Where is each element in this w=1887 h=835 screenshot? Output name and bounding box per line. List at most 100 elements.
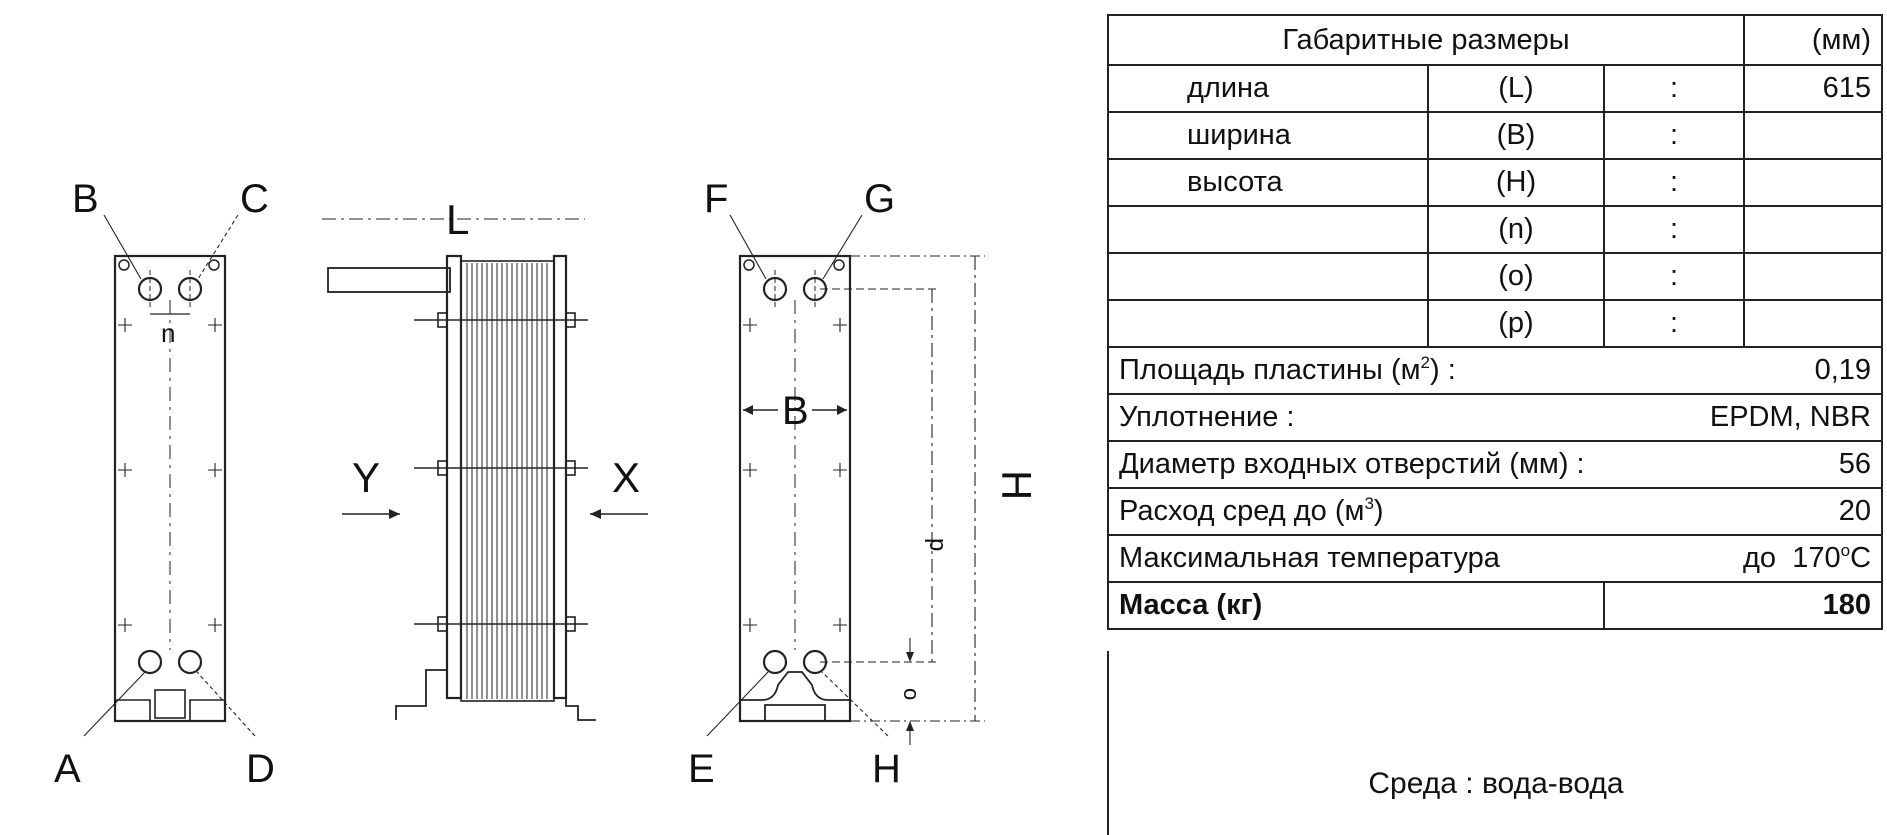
table-header-unit: (мм) — [1743, 14, 1884, 66]
dimension-symbol: (H) — [1427, 158, 1605, 207]
flow-row: Расход сред до (м3) 20 — [1106, 487, 1884, 536]
label-b-dimension: B — [782, 389, 809, 433]
label-h-dimension: H — [993, 470, 1040, 500]
bolt-hole — [118, 259, 130, 271]
tie-bolts — [414, 312, 588, 632]
right-plate-outline — [738, 254, 852, 723]
dimension-name: высота — [1107, 158, 1429, 207]
dimension-p — [820, 288, 940, 663]
table-header-title: Габаритные размеры — [1106, 14, 1746, 66]
plate-pack — [460, 260, 555, 702]
dimension-row-width: ширина (B) : — [1107, 111, 1884, 160]
dimension-value — [1743, 299, 1884, 348]
flow-label: Расход сред до (м3) — [1119, 494, 1384, 527]
environment-text: Среда : вода-вода — [1368, 767, 1624, 800]
dimension-name — [1107, 252, 1429, 301]
label-n: n — [161, 318, 175, 348]
technical-drawing: B C n A D L Y X F G B E H H p o — [54, 177, 1040, 791]
bolt-hole — [208, 259, 220, 271]
dimension-name — [1107, 205, 1429, 254]
dimension-sep: : — [1602, 158, 1746, 207]
fixed-frame-plate — [445, 254, 463, 700]
flow-arrow-y — [342, 509, 400, 519]
mass-row: Масса (кг) 180 — [1107, 581, 1884, 630]
dimension-row-n: (n) : — [1107, 205, 1884, 254]
left-plate-foot — [115, 699, 225, 721]
flow-value: 20 — [1838, 495, 1872, 527]
port-a — [137, 649, 163, 675]
seal-label: Уплотнение : — [1119, 401, 1295, 433]
cross-marks — [743, 318, 847, 632]
label-g: G — [864, 177, 895, 221]
plate-area-value: 0,19 — [1814, 354, 1872, 386]
dimension-symbol: (o) — [1427, 252, 1605, 301]
label-c: C — [240, 177, 269, 221]
right-plate-view — [706, 214, 985, 745]
leader-f — [729, 214, 767, 280]
dimension-value — [1743, 111, 1884, 160]
label-l: L — [446, 196, 469, 243]
dimension-o — [906, 638, 914, 745]
dimension-sep: : — [1602, 64, 1746, 113]
dimension-symbol: (n) — [1427, 205, 1605, 254]
bolt-hole — [743, 259, 755, 271]
stack-feet — [395, 669, 596, 721]
dimension-value: 615 — [1743, 64, 1884, 113]
environment-panel: Среда : вода-вода — [1107, 651, 1883, 835]
dimension-symbol: (B) — [1427, 111, 1605, 160]
plate-pack-lines — [466, 263, 548, 699]
dimension-name: длина — [1107, 64, 1429, 113]
dimension-name — [1107, 299, 1429, 348]
label-p: p — [924, 538, 951, 551]
max-temp-value: до 170oC — [1743, 541, 1872, 574]
label-f: F — [704, 177, 728, 221]
dimension-sep: : — [1602, 252, 1746, 301]
right-plate-support — [740, 671, 850, 721]
seal-row: Уплотнение : EPDM, NBR — [1106, 393, 1884, 442]
dimension-symbol: (L) — [1427, 64, 1605, 113]
inlet-diameter-row: Диаметр входных отверстий (мм) : 56 — [1106, 440, 1884, 489]
dimension-row-o: (o) : — [1107, 252, 1884, 301]
leader-e — [706, 671, 769, 737]
dimension-b — [743, 405, 847, 415]
label-e: E — [688, 747, 715, 791]
specification-table: Габаритные размеры (мм) длина (L) : 615 … — [1106, 14, 1884, 630]
label-o: o — [899, 688, 924, 700]
side-stack-view — [322, 218, 648, 721]
plate-area-row: Площадь пластины (м2) : 0,19 — [1106, 346, 1884, 395]
label-a: A — [54, 747, 81, 791]
max-temp-row: Максимальная температура до 170oC — [1106, 534, 1884, 583]
inlet-pipe — [327, 267, 451, 293]
plate-area-label: Площадь пластины (м2) : — [1119, 353, 1456, 386]
left-plate-support — [154, 689, 186, 719]
left-plate-view — [83, 214, 256, 737]
dimension-sep: : — [1602, 299, 1746, 348]
seal-value: EPDM, NBR — [1709, 401, 1872, 433]
dimension-h — [850, 255, 985, 722]
dimension-value — [1743, 205, 1884, 254]
dimension-row-p: (p) : — [1107, 299, 1884, 348]
leader-b — [103, 214, 142, 280]
leader-d — [196, 671, 256, 737]
inlet-diameter-value: 56 — [1838, 448, 1872, 480]
bolt-hole — [833, 259, 845, 271]
dimension-value — [1743, 158, 1884, 207]
dimension-row-height: высота (H) : — [1107, 158, 1884, 207]
label-d: D — [246, 747, 275, 791]
leader-c — [197, 214, 239, 280]
cross-marks — [118, 318, 222, 632]
label-x: X — [612, 454, 640, 501]
mass-value: 180 — [1602, 581, 1884, 630]
dimension-name: ширина — [1107, 111, 1429, 160]
label-h-port: H — [872, 747, 901, 791]
dimension-row-length: длина (L) : 615 — [1107, 64, 1884, 113]
dimension-symbol: (p) — [1427, 299, 1605, 348]
pressure-plate — [552, 254, 568, 700]
left-plate-outline — [113, 254, 227, 723]
dimension-value — [1743, 252, 1884, 301]
max-temp-label: Максимальная температура — [1119, 542, 1500, 574]
port-d — [177, 649, 203, 675]
leader-g — [822, 214, 863, 280]
leader-h — [821, 671, 889, 737]
mass-label: Масса (кг) — [1107, 581, 1605, 630]
